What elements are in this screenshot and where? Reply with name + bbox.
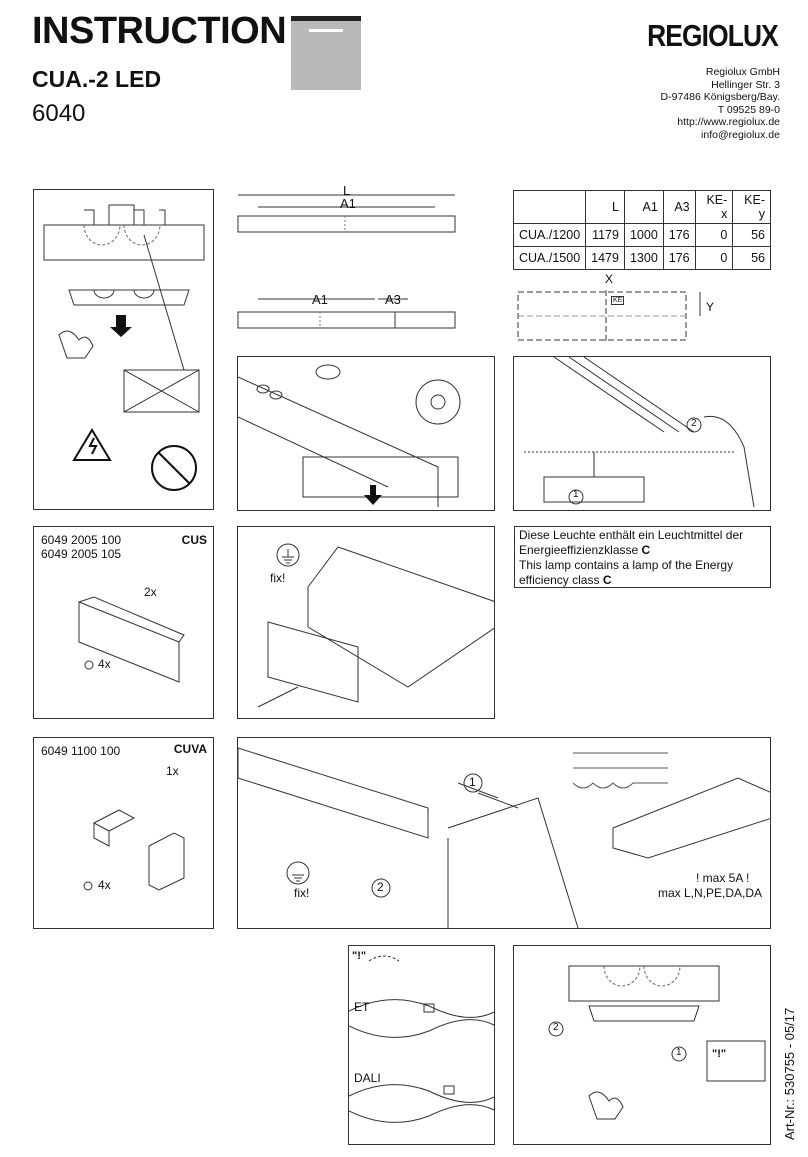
cus-quantity: 2x (144, 585, 157, 599)
max-current-note: ! max 5A ! (696, 871, 750, 885)
step-1-marker: 1 (573, 489, 579, 500)
brand-logo: REGIOLUX (647, 18, 779, 53)
step-2-arrow-label: 2 (377, 880, 384, 894)
safety-illustration (43, 204, 205, 491)
connection-panel: 1 2 fix! ! max 5A ! max L,N,PE,DA,DA (237, 737, 771, 929)
dim-label-y: Y (706, 300, 715, 314)
dim-label-a1-top: A1 (340, 196, 356, 211)
cuva-accessory-panel: 6049 1100 100 CUVA 1x 4x (33, 737, 214, 929)
fix-label-ground-2: fix! (294, 886, 310, 900)
dim-label-a3: A3 (385, 292, 401, 307)
dim-label-l: L (343, 183, 351, 198)
energy-efficiency-box: Diese Leuchte enthält ein Leuchtmittel d… (514, 526, 771, 588)
product-name: CUA.-2 LED (32, 66, 162, 92)
cuva-code: 6049 1100 100 (41, 744, 121, 758)
company-address: Regiolux GmbH Hellinger Str. 3 D-97486 K… (660, 66, 780, 141)
step-1-arrow-label: 1 (469, 775, 476, 789)
wiring-panel: "!" ET DALI (348, 945, 495, 1145)
end-cap-install-illustration (257, 543, 494, 708)
book-icon (291, 16, 361, 90)
ceiling-mount-illustration (238, 364, 461, 507)
quote-marker-wiring: "!" (352, 950, 367, 962)
end-cap-illustration (78, 596, 185, 683)
suspension-panel: 1 2 (513, 356, 771, 511)
cus-screw-count: 4x (98, 657, 111, 671)
dim-label-a1-bottom: A1 (312, 292, 328, 307)
end-cap-install-panel: fix! (237, 526, 495, 719)
cuva-quantity: 1x (166, 764, 179, 778)
cus-code-1: 6049 2005 100 (41, 533, 122, 547)
closing-illustration (548, 965, 766, 1120)
wiring-illustration (349, 955, 494, 1123)
ceiling-mount-panel (237, 356, 495, 511)
connector-illustration (83, 809, 185, 891)
cus-accessory-panel: 6049 2005 100 6049 2005 105 CUS 2x 4x (33, 526, 214, 719)
dali-label: DALI (354, 1071, 381, 1085)
step-2-marker: 2 (691, 418, 697, 429)
document-title: INSTRUCTION (32, 10, 287, 52)
et-label: ET (354, 1000, 370, 1014)
connection-illustration (238, 747, 770, 928)
cuva-name: CUVA (173, 742, 207, 756)
cus-code-2: 6049 2005 105 (41, 547, 122, 561)
fix-label-ground: fix! (270, 571, 286, 585)
model-number: 6040 (32, 100, 86, 127)
max-wires-note: max L,N,PE,DA,DA (658, 886, 763, 900)
cus-name: CUS (181, 533, 207, 547)
step-2-close: 2 (553, 1022, 559, 1033)
safety-panel (33, 189, 214, 510)
dim-label-x: X (605, 272, 614, 286)
closing-panel: 2 1 "!" (513, 945, 771, 1145)
quote-marker-close: "!" (712, 1048, 727, 1060)
article-number: Art-Nr.: 530755 - 05/17 (782, 1007, 797, 1140)
step-1-close: 1 (676, 1047, 682, 1058)
suspension-illustration (524, 357, 755, 508)
dim-label-ke: KE (611, 296, 625, 305)
cuva-screw-count: 4x (98, 878, 111, 892)
